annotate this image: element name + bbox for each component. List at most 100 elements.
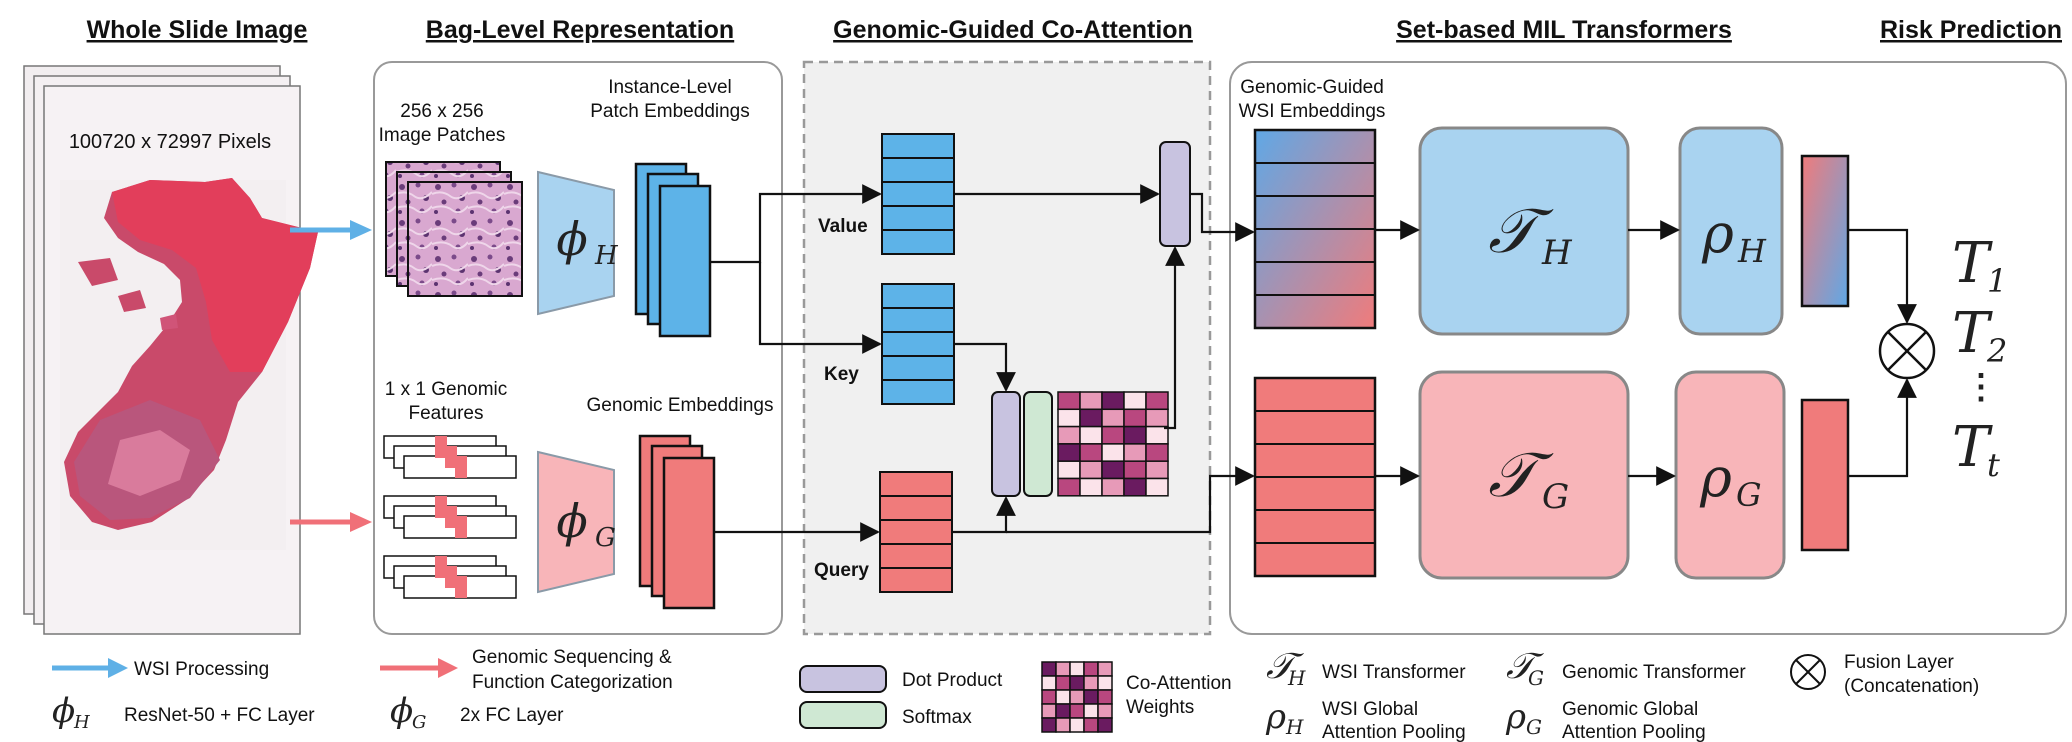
coattention-weight-cell xyxy=(1145,477,1169,497)
coattention-weight-cell xyxy=(1057,425,1081,445)
legend-coattention-cell xyxy=(1083,675,1099,691)
phi-g-encoder: ϕ G xyxy=(537,450,616,594)
phi-h-subscript: H xyxy=(594,241,619,271)
value-matrix xyxy=(881,133,955,255)
coattention-weight-cell xyxy=(1145,408,1169,428)
coattention-weight-cell xyxy=(1079,408,1103,428)
gg-wsi-label-line1: Genomic-Guided xyxy=(1240,77,1384,98)
rho-h-subscript: H xyxy=(1737,232,1767,270)
key-matrix xyxy=(881,283,955,405)
legend-tau-g-subscript: G xyxy=(1528,666,1544,690)
risk-t1: T xyxy=(1952,231,1993,296)
legend-genomic-pooling: ρ G Genomic Global Attention Pooling xyxy=(1505,697,1706,742)
section-title-coattention: Genomic-Guided Co-Attention xyxy=(833,16,1193,44)
fusion-operator xyxy=(1878,322,1936,380)
legend-coattention-cell xyxy=(1055,689,1071,705)
coattention-weight-cell xyxy=(1079,460,1103,480)
legend-coattention-cell xyxy=(1041,703,1057,719)
legend-coattention-cell xyxy=(1097,675,1113,691)
legend-phi-g: ϕ G 2x FC Layer xyxy=(390,691,564,733)
legend-wsi-transformer-label: WSI Transformer xyxy=(1322,662,1466,683)
coattention-weight-cell xyxy=(1145,425,1169,445)
legend-coattention-cell xyxy=(1097,703,1113,719)
legend-dot-product: Dot Product xyxy=(799,665,1003,693)
legend-coattention-cell xyxy=(1055,675,1071,691)
coattention-weight-cell xyxy=(1057,460,1081,480)
risk-tt-subscript: t xyxy=(1987,446,2000,484)
coattention-weight-cell xyxy=(1101,425,1125,445)
legend-genomic-transformer-label: Genomic Transformer xyxy=(1562,662,1746,683)
genomic-sequencing-arrow xyxy=(290,512,372,532)
query-matrix xyxy=(879,471,953,593)
dot-product-block xyxy=(991,391,1021,497)
patches-label-line1: 256 x 256 xyxy=(400,101,483,122)
section-title-mil: Set-based MIL Transformers xyxy=(1396,16,1732,44)
risk-ellipsis: ⋮ xyxy=(1964,368,1998,406)
image-patches xyxy=(385,161,523,297)
coattention-weight-cell xyxy=(1145,443,1169,462)
legend-coattention: Co-Attention Weights xyxy=(1041,661,1232,733)
tau-h-transformer: 𝒯 H xyxy=(1418,126,1630,336)
legend-genomic-seq-line1: Genomic Sequencing & xyxy=(472,647,672,668)
coattention-weight-cell xyxy=(1123,408,1147,428)
genomic-features-label-line1: 1 x 1 Genomic xyxy=(385,379,508,400)
genomic-embeddings xyxy=(638,434,716,610)
coattention-weight-cell xyxy=(1145,460,1169,480)
patches-label-line2: Image Patches xyxy=(379,125,506,146)
rho-g-symbol: ρ xyxy=(1699,446,1732,509)
legend-coattention-cell xyxy=(1097,717,1113,733)
legend-genomic-pool-line2: Attention Pooling xyxy=(1562,722,1706,742)
coattention-weight-cell xyxy=(1123,425,1147,445)
legend-wsi-pooling: ρ H WSI Global Attention Pooling xyxy=(1265,697,1466,742)
section-title-wsi: Whole Slide Image xyxy=(87,16,308,44)
legend-coattention-cell xyxy=(1069,661,1085,677)
instance-label-line1: Instance-Level xyxy=(608,77,732,98)
legend-rho-h-symbol: ρ xyxy=(1265,697,1286,737)
connectors xyxy=(710,184,1917,542)
legend-fusion: Fusion Layer (Concatenation) xyxy=(1790,652,1979,697)
risk-outputs: T 1 T 2 ⋮ T t xyxy=(1952,231,2007,484)
legend-coattention-cell xyxy=(1041,675,1057,691)
risk-t2: T xyxy=(1952,301,1993,366)
legend-rho-h-subscript: H xyxy=(1285,715,1304,739)
whole-slide-image-stack: 100720 x 72997 Pixels xyxy=(23,65,318,635)
legend-rho-g-subscript: G xyxy=(1526,715,1542,739)
coattention-weight-cell xyxy=(1101,443,1125,462)
wsi-pixel-size: 100720 x 72997 Pixels xyxy=(69,131,271,153)
tau-h-subscript: H xyxy=(1541,233,1573,273)
legend-tau-h-subscript: H xyxy=(1287,666,1306,690)
legend-coattention-matrix xyxy=(1041,661,1113,733)
legend-phi-h-symbol: ϕ xyxy=(52,691,75,731)
legend-coattention-cell xyxy=(1069,717,1085,733)
genomic-features-label-line2: Features xyxy=(409,403,484,424)
legend-coattention-cell xyxy=(1069,703,1085,719)
legend-coattention-cell xyxy=(1041,717,1057,733)
legend-softmax: Softmax xyxy=(799,701,972,729)
legend-phi-g-desc: 2x FC Layer xyxy=(460,705,564,726)
tau-g-transformer: 𝒯 G xyxy=(1418,370,1630,580)
legend-softmax-label: Softmax xyxy=(902,707,972,728)
rho-g-subscript: G xyxy=(1736,476,1762,514)
coattention-weight-cell xyxy=(1057,391,1081,411)
legend-wsi-pool-line1: WSI Global xyxy=(1322,699,1418,720)
risk-t1-subscript: 1 xyxy=(1987,262,2007,300)
legend-coattention-cell xyxy=(1055,703,1071,719)
legend-wsi-processing-label: WSI Processing xyxy=(134,659,269,680)
legend-wsi-transformer: 𝒯 H WSI Transformer xyxy=(1266,646,1466,690)
pooled-genomic-vector xyxy=(1800,398,1850,552)
legend-rho-g-symbol: ρ xyxy=(1505,697,1526,737)
rho-g-pooling: ρ G xyxy=(1674,370,1786,580)
coattention-weight-cell xyxy=(1079,477,1103,497)
wsi-processing-arrow xyxy=(290,220,372,240)
legend-coattention-cell xyxy=(1069,675,1085,691)
softmax-block xyxy=(1023,391,1053,497)
legend-coattention-cell xyxy=(1083,661,1099,677)
coattention-weight-cell xyxy=(1057,443,1081,462)
legend-fusion-line2: (Concatenation) xyxy=(1844,676,1979,697)
phi-h-symbol: ϕ xyxy=(556,212,587,266)
legend-coattention-cell xyxy=(1055,661,1071,677)
value-label: Value xyxy=(818,216,868,237)
legend-coattention-cell xyxy=(1097,661,1113,677)
coattention-weight-cell xyxy=(1079,425,1103,445)
